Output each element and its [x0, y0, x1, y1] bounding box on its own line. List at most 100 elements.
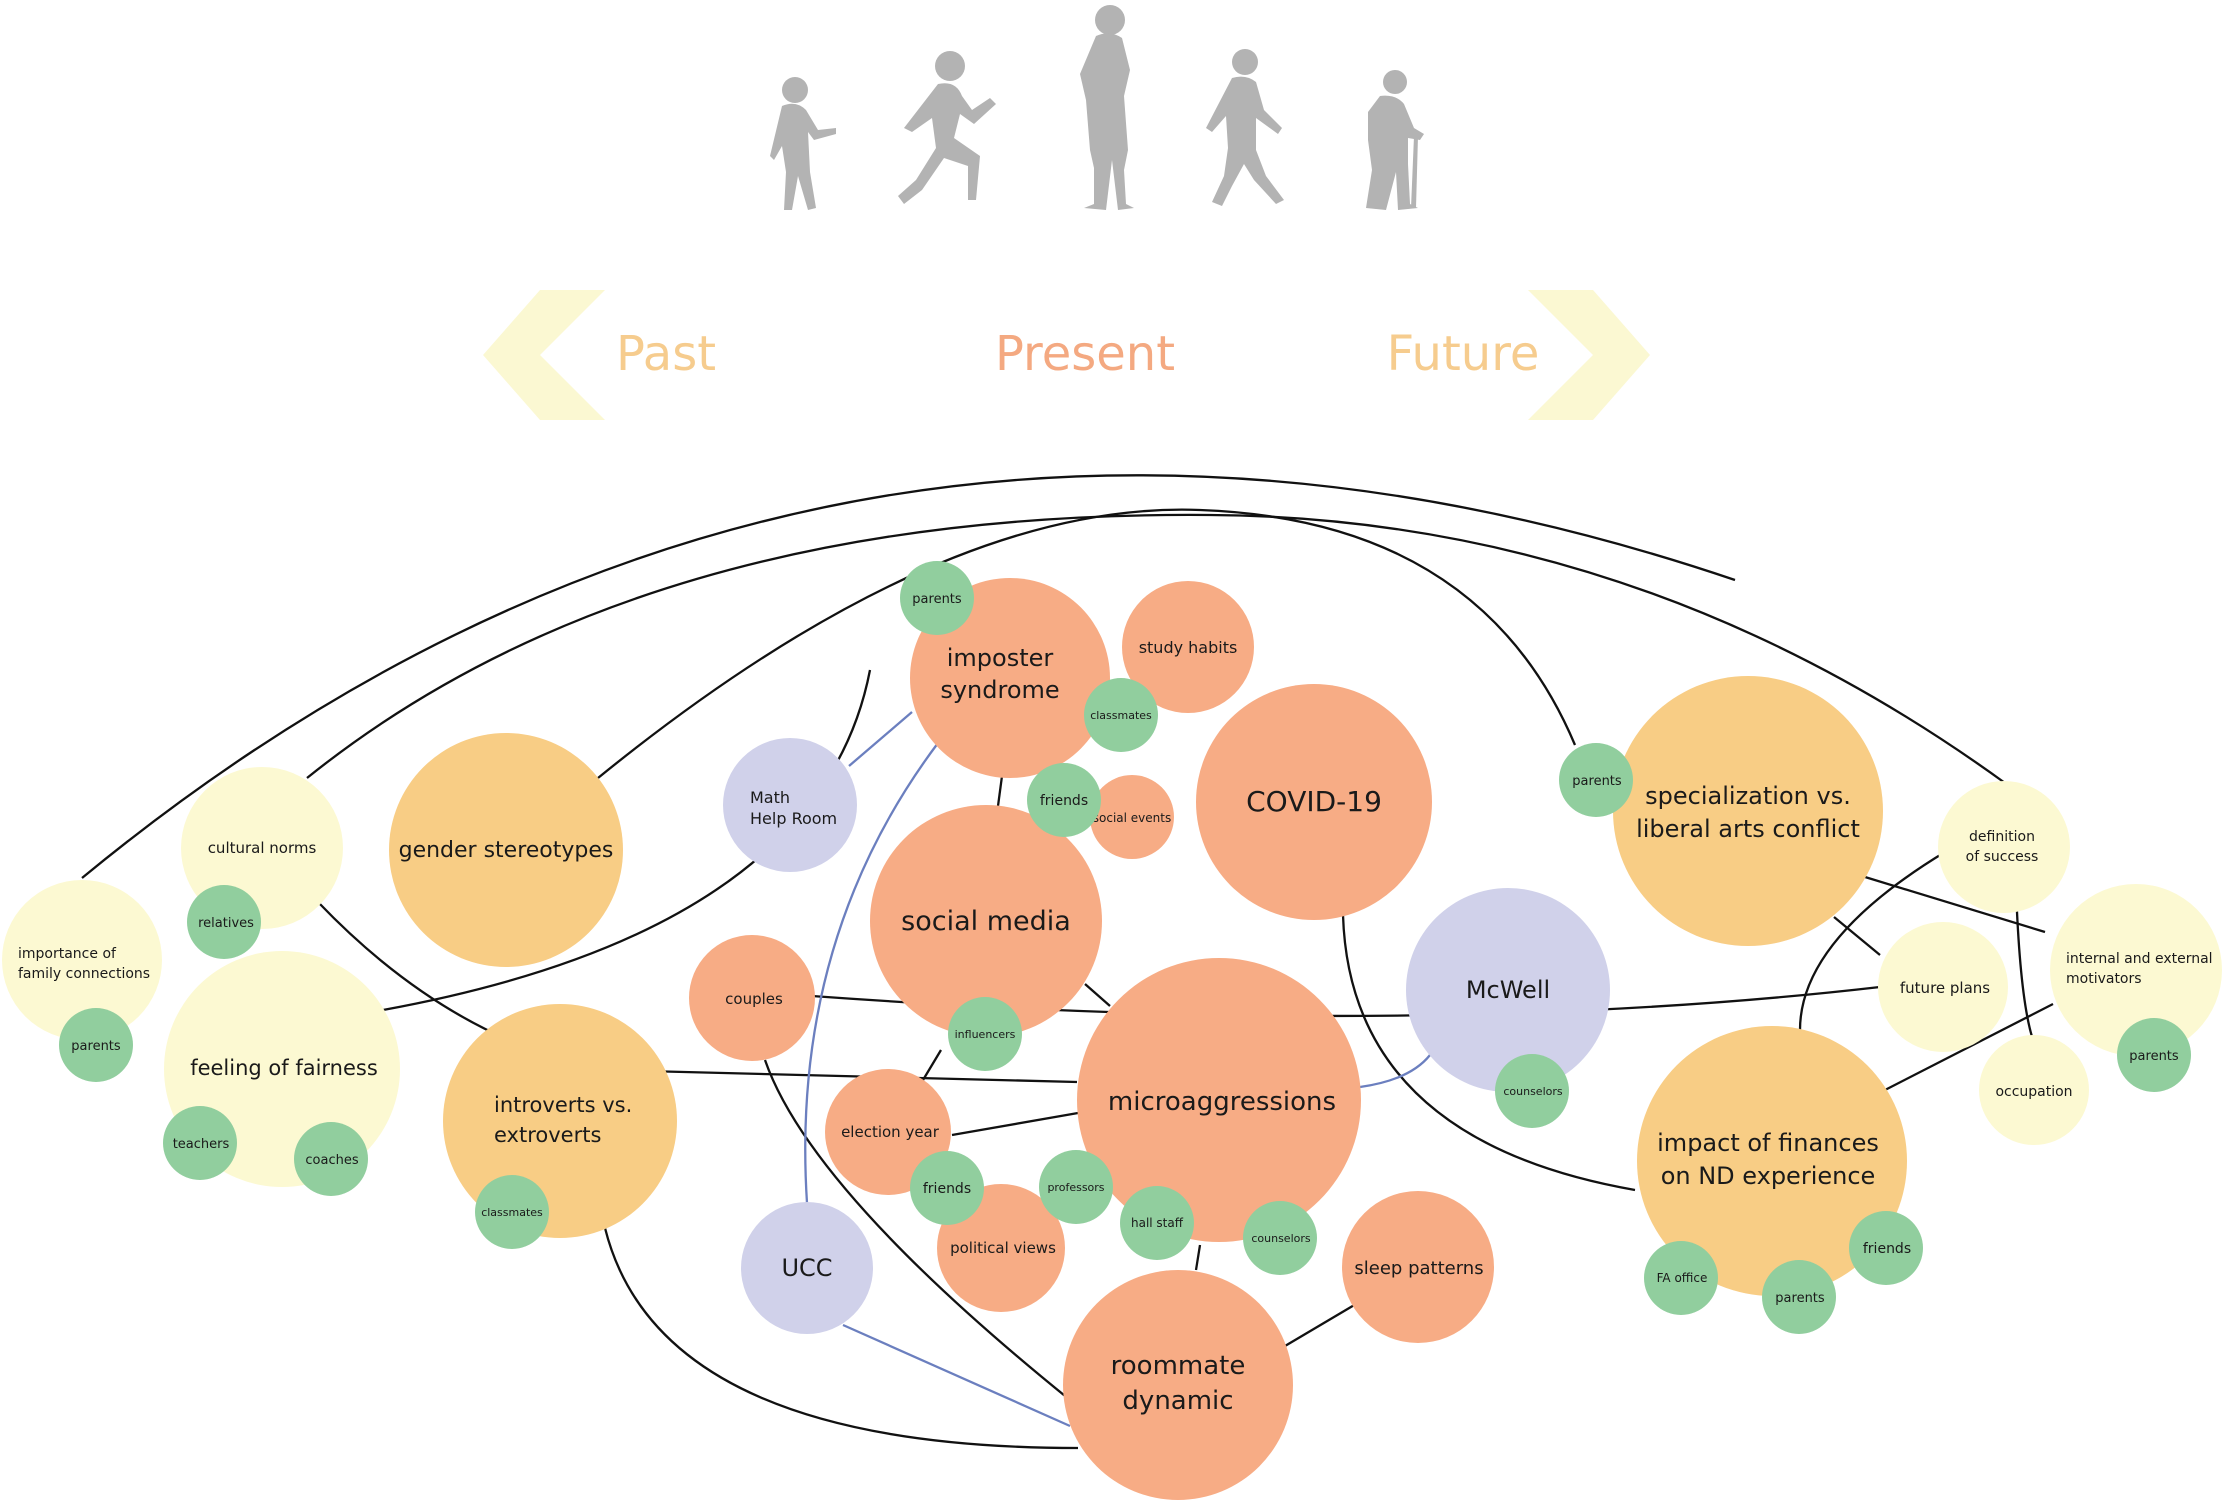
future-arrow-icon — [1528, 290, 1650, 420]
connector-gender-to-specialization — [597, 508, 1577, 779]
roommate-dynamic-node[interactable] — [1063, 1270, 1293, 1500]
classmates-imposter-label-line: classmates — [1090, 709, 1152, 722]
parents-imposter-node[interactable] — [900, 561, 974, 635]
timeline: Past Present Future — [483, 290, 1650, 420]
connector-definition-to-occupation — [2014, 887, 2035, 1041]
gender-stereotypes-node[interactable] — [389, 733, 623, 967]
counselors-micro-node[interactable] — [1243, 1201, 1317, 1275]
sleep-patterns-label-line: sleep patterns — [1354, 1258, 1483, 1279]
connector-specialization-to-future-plans — [1833, 916, 1881, 956]
people-nodes: parents classmates friends influencers r… — [59, 561, 2191, 1334]
hall-staff-node[interactable] — [1120, 1186, 1194, 1260]
social-media-label: social media — [901, 906, 1071, 937]
internal-external-node[interactable] — [2050, 884, 2222, 1056]
impact-finances-node[interactable] — [1637, 1026, 1907, 1296]
microaggressions-label-line: microaggressions — [1108, 1087, 1336, 1117]
classmates-introverts-node[interactable] — [475, 1175, 549, 1249]
friends-political-label: friends — [923, 1181, 971, 1197]
classmates-imposter-label: classmates — [1090, 709, 1152, 722]
imposter-syndrome-label-line: syndrome — [940, 676, 1059, 704]
study-habits-label: study habits — [1139, 638, 1238, 657]
teachers-node[interactable] — [163, 1106, 237, 1180]
introverts-extroverts-label: introverts vs. extroverts — [494, 1093, 632, 1147]
future-plans-node[interactable] — [1878, 922, 2008, 1052]
definition-success-node[interactable] — [1938, 781, 2070, 913]
connector-finances-to-motivators — [1884, 1002, 2054, 1092]
professors-node[interactable] — [1039, 1150, 1113, 1224]
connector-microaggressions-to-roommate — [1194, 1244, 1202, 1271]
future-plans-label-line: future plans — [1900, 979, 1990, 997]
social-media-node[interactable] — [870, 805, 1102, 1037]
parents-motivators-label: parents — [2129, 1049, 2179, 1064]
imposter-syndrome-node[interactable] — [910, 578, 1110, 778]
parents-specialization-node[interactable] — [1559, 743, 1633, 817]
classmates-imposter-node[interactable] — [1084, 678, 1158, 752]
microaggressions-label: microaggressions — [1108, 1087, 1336, 1117]
importance-family-node[interactable] — [2, 880, 162, 1040]
influencers-node[interactable] — [948, 997, 1022, 1071]
fa-office-label: FA office — [1657, 1271, 1708, 1285]
friends-political-node[interactable] — [910, 1151, 984, 1225]
coaches-label: coaches — [305, 1153, 358, 1168]
friends-social-label-line: friends — [1040, 793, 1088, 809]
counselors-mcwell-label-line: counselors — [1503, 1085, 1563, 1098]
social-events-label-line: social events — [1093, 811, 1171, 825]
mcwell-node[interactable] — [1406, 888, 1610, 1092]
ucc-node[interactable] — [741, 1202, 873, 1334]
feeling-fairness-label: feeling of fairness — [190, 1056, 378, 1080]
topic-nodes: imposter syndrome study habits social med… — [2, 578, 2222, 1500]
microaggressions-node[interactable] — [1077, 958, 1361, 1242]
specialization-node[interactable] — [1613, 676, 1883, 946]
sleep-patterns-label: sleep patterns — [1354, 1258, 1483, 1279]
friends-social-label: friends — [1040, 793, 1088, 809]
parents-finances-node[interactable] — [1762, 1260, 1836, 1334]
friends-finances-node[interactable] — [1849, 1211, 1923, 1285]
connector-family-to-definition — [81, 474, 1736, 879]
fa-office-label-line: FA office — [1657, 1271, 1708, 1285]
mcwell-label-line: McWell — [1466, 976, 1550, 1004]
parents-motivators-node[interactable] — [2117, 1018, 2191, 1092]
imposter-syndrome-label-line: imposter — [947, 644, 1054, 672]
friends-political-label-line: friends — [923, 1181, 971, 1197]
sleep-patterns-node[interactable] — [1342, 1191, 1494, 1343]
teachers-label: teachers — [173, 1137, 230, 1152]
connector-ucc-to-imposter — [804, 742, 939, 1204]
occupation-node[interactable] — [1979, 1035, 2089, 1145]
covid-node[interactable] — [1196, 684, 1432, 920]
parents-finances-label-line: parents — [1775, 1291, 1825, 1306]
teachers-label-line: teachers — [173, 1137, 230, 1152]
definition-success-label-line: definition — [1969, 829, 2035, 845]
political-views-label-line: political views — [950, 1239, 1056, 1257]
study-habits-node[interactable] — [1122, 581, 1254, 713]
couples-node[interactable] — [689, 935, 815, 1061]
connector-social-media-to-microaggressions — [1084, 983, 1111, 1007]
relatives-node[interactable] — [187, 885, 261, 959]
occupation-label-line: occupation — [1995, 1084, 2072, 1100]
social-events-node[interactable] — [1090, 775, 1174, 859]
introverts-extroverts-label-line: extroverts — [494, 1123, 601, 1147]
future-label: Future — [1387, 326, 1540, 382]
parents-finances-label: parents — [1775, 1291, 1825, 1306]
fa-office-node[interactable] — [1644, 1241, 1718, 1315]
coaches-node[interactable] — [294, 1122, 368, 1196]
connector-roommate-to-sleep — [1284, 1303, 1357, 1347]
roommate-dynamic-label-line: dynamic — [1122, 1386, 1233, 1416]
math-help-room-node[interactable] — [723, 738, 857, 872]
cultural-norms-label: cultural norms — [208, 839, 317, 857]
connector-finances-to-definition — [1798, 851, 1946, 1031]
friends-finances-label-line: friends — [1863, 1241, 1911, 1257]
parents-family-node[interactable] — [59, 1008, 133, 1082]
elderly-figure-with-cane — [1366, 70, 1424, 210]
couples-label: couples — [725, 990, 783, 1008]
counselors-mcwell-node[interactable] — [1495, 1054, 1569, 1128]
specialization-label-line: liberal arts conflict — [1636, 815, 1860, 843]
friends-social-node[interactable] — [1027, 763, 1101, 837]
math-help-room-label-line: Math — [750, 788, 790, 807]
present-label: Present — [995, 326, 1175, 382]
runner-figure — [898, 51, 996, 204]
impact-finances-label-line: impact of finances — [1657, 1129, 1879, 1157]
child-figure — [770, 77, 836, 210]
introverts-extroverts-label-line: introverts vs. — [494, 1093, 632, 1117]
connector-election-to-microaggressions — [951, 1111, 1079, 1137]
